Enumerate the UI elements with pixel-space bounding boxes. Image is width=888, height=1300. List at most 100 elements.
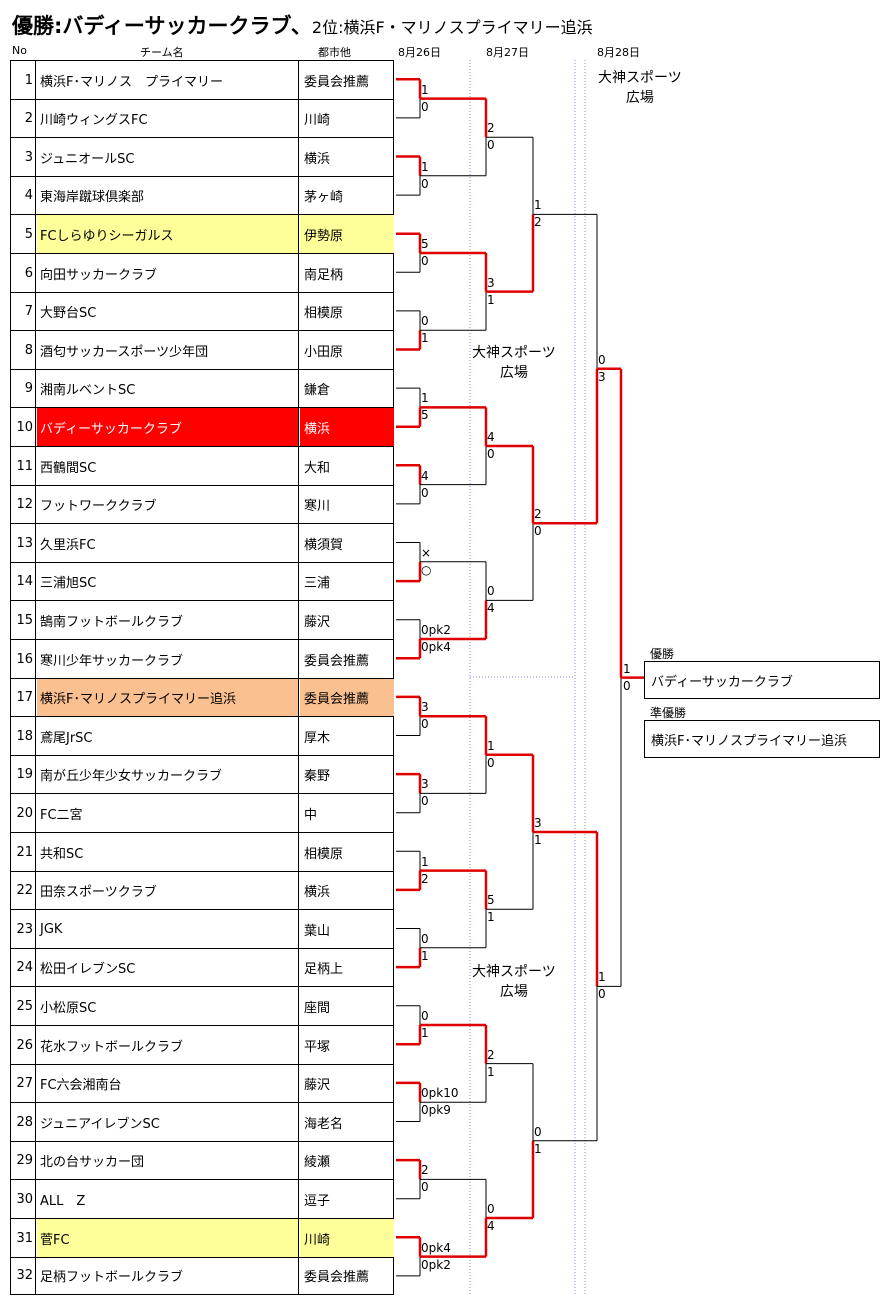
team-number: 12 [11, 485, 36, 524]
team-number: 10 [11, 408, 36, 447]
venue-subname: 広場 [499, 984, 528, 1000]
team-name: 酒匂サッカースポーツ少年団 [37, 331, 299, 370]
team-city: 横浜 [300, 408, 394, 447]
team-name: 花水フットボールクラブ [37, 1026, 299, 1065]
score-bottom: 1 [487, 292, 495, 307]
team-city: 海老名 [304, 1116, 344, 1132]
title-runnerup-label: 2位 [311, 18, 339, 37]
score-top: 1 [487, 738, 495, 753]
team-number: 14 [11, 562, 36, 601]
score-bottom: 3 [598, 369, 606, 384]
score-top: 3 [487, 275, 495, 290]
team-number: 19 [11, 755, 36, 794]
team-city: 横浜 [304, 885, 331, 901]
score-bottom: 1 [421, 948, 429, 963]
score-top: 0 [421, 931, 429, 946]
score-top: 2 [487, 1047, 495, 1062]
team-city: 秦野 [304, 769, 331, 785]
team-number: 5 [11, 215, 36, 254]
title-colon: : [54, 14, 63, 38]
team-city: 葉山 [304, 923, 331, 939]
team-number: 26 [11, 1026, 36, 1065]
score-top: 1 [534, 198, 542, 213]
score-bottom: 0 [487, 138, 495, 153]
score-top: 2 [487, 121, 495, 136]
score-bottom: 0 [534, 524, 542, 539]
team-number: 16 [11, 640, 36, 679]
team-city: 足柄上 [304, 962, 344, 978]
team-city: 座間 [304, 1000, 331, 1016]
score-top: 0pk4 [421, 1240, 451, 1255]
team-number: 8 [11, 331, 36, 370]
team-city: 逗子 [304, 1193, 331, 1209]
team-number: 13 [11, 524, 36, 563]
score-top: 1 [598, 970, 606, 985]
winner-name: バディーサッカークラブ [651, 674, 793, 690]
runnerup-box: 横浜F･マリノスプライマリー追浜 [644, 720, 880, 758]
score-bottom: 1 [487, 910, 495, 925]
team-city: 委員会推薦 [304, 1270, 370, 1286]
team-name: バディーサッカークラブ [37, 408, 299, 447]
team-number: 17 [11, 678, 36, 717]
team-number: 1 [11, 61, 36, 100]
team-number: 27 [11, 1064, 36, 1103]
team-city: 伊勢原 [300, 215, 394, 254]
team-city: 藤沢 [304, 614, 331, 630]
header-day3: 8月28日 [597, 46, 640, 59]
score-top: 0pk10 [421, 1086, 459, 1101]
team-number: 20 [11, 794, 36, 833]
team-name: 松田イレブンSC [37, 948, 299, 987]
team-number: 31 [11, 1219, 36, 1258]
team-name: 寒川少年サッカークラブ [37, 640, 299, 679]
team-name: FC二宮 [37, 794, 299, 833]
score-bottom: 1 [421, 1026, 429, 1040]
score-bottom: 0 [623, 678, 631, 693]
score-bottom: 1 [534, 833, 542, 847]
venue-subname: 広場 [625, 90, 654, 106]
team-city: 委員会推薦 [304, 653, 370, 669]
team-city: 平塚 [304, 1039, 331, 1055]
team-name: 東海岸蹴球倶楽部 [37, 176, 299, 215]
score-top: 0 [534, 1124, 542, 1139]
score-top: × [421, 545, 432, 560]
venue-name: 大神スポーツ [598, 70, 682, 86]
score-bottom: 0 [421, 1180, 429, 1195]
page-title: 優勝:バディーサッカークラブ、2位:横浜F・マリノスプライマリー追浜 [12, 10, 593, 40]
team-city: 横浜 [304, 151, 331, 167]
score-top: 3 [534, 816, 542, 830]
team-city: 川崎 [304, 113, 331, 129]
score-top: 2 [421, 1163, 429, 1178]
score-bottom: 4 [487, 1219, 495, 1233]
team-city: 相模原 [304, 846, 344, 862]
team-number: 24 [11, 948, 36, 987]
winner-box: バディーサッカークラブ [644, 661, 880, 699]
score-bottom: 1 [534, 1141, 542, 1156]
score-top: 4 [487, 430, 495, 444]
team-city: 茅ヶ崎 [304, 190, 344, 206]
score-bottom: 0 [421, 99, 429, 114]
score-top: 5 [421, 237, 429, 251]
team-city: 横須賀 [304, 537, 344, 553]
score-top: 1 [421, 854, 429, 869]
team-name: 向田サッカークラブ [37, 254, 299, 293]
title-winner-label: 優勝 [12, 14, 54, 38]
score-bottom: 1 [421, 331, 429, 346]
team-name: 足柄フットボールクラブ [37, 1257, 299, 1295]
runnerup-label: 準優勝 [650, 706, 687, 720]
score-bottom: 0 [421, 717, 429, 732]
